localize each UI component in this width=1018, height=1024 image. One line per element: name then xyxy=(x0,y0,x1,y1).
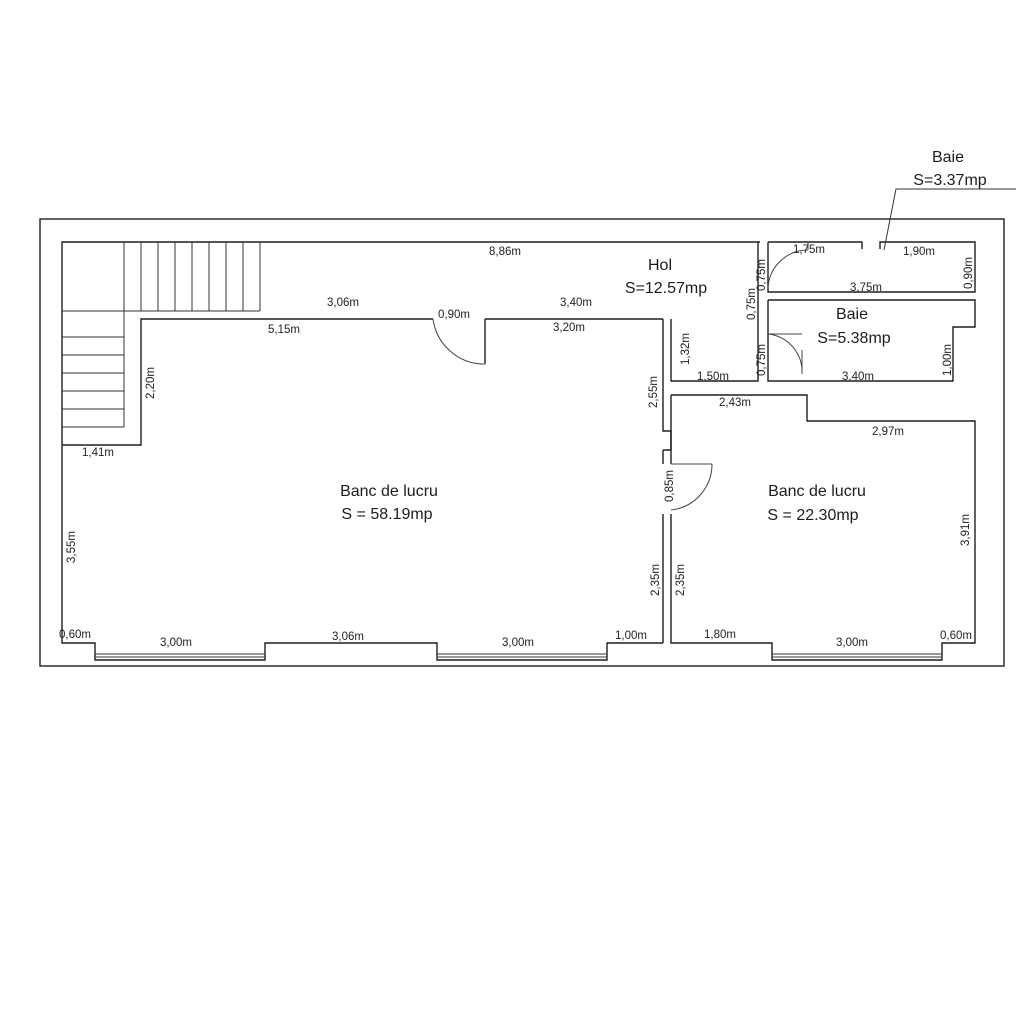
room-baie-outer-area: S=3.37mp xyxy=(913,172,986,189)
room-hol-name: Hol xyxy=(648,257,672,274)
dim-label: 0,90m xyxy=(963,257,975,289)
dim-label: 2,35m xyxy=(650,564,662,596)
door-baie-inner xyxy=(767,333,803,375)
dim-label: 3,75m xyxy=(850,282,882,294)
hol-wall xyxy=(670,242,759,382)
dim-label: 3,06m xyxy=(332,631,364,643)
dim-label: 1,80m xyxy=(704,629,736,641)
dim-label: 3,00m xyxy=(160,637,192,649)
room-hol-area: S=12.57mp xyxy=(625,280,707,297)
staircase xyxy=(62,242,261,428)
dim-label: 2,35m xyxy=(675,564,687,596)
dim-label: 3,40m xyxy=(560,297,592,309)
dim-label: 1,00m xyxy=(942,344,954,376)
room-banc-right-area: S = 22.30mp xyxy=(767,507,858,524)
door-main xyxy=(432,318,486,365)
door-partition xyxy=(670,463,713,511)
dim-label: 1,90m xyxy=(903,246,935,258)
dim-label: 1,50m xyxy=(697,371,729,383)
room-banc-left-area: S = 58.19mp xyxy=(341,506,432,523)
dim-label: 3,91m xyxy=(960,514,972,546)
dim-label: 0,75m xyxy=(756,259,768,291)
door-baie-top xyxy=(767,242,809,289)
baie-inner-wall xyxy=(767,299,976,382)
room-banc-left-name: Banc de lucru xyxy=(340,483,438,500)
room-banc-right-name: Banc de lucru xyxy=(768,483,866,500)
dim-label: 3,06m xyxy=(327,297,359,309)
outer-boundary xyxy=(39,218,1005,667)
dim-label: 2,55m xyxy=(648,376,660,408)
partition-niche xyxy=(662,319,672,451)
dim-label: 0,90m xyxy=(438,309,470,321)
dim-label: 2,97m xyxy=(872,426,904,438)
dim-label: 0,60m xyxy=(940,630,972,642)
dim-label: 2,43m xyxy=(719,397,751,409)
dim-label: 5,15m xyxy=(268,324,300,336)
dim-label: 3,00m xyxy=(836,637,868,649)
dim-label: 3,40m xyxy=(842,371,874,383)
dim-label: 1,75m xyxy=(793,244,825,256)
dim-label: 3,20m xyxy=(553,322,585,334)
dim-label: 1,00m xyxy=(615,630,647,642)
dim-label: 3,55m xyxy=(66,531,78,563)
inner-perimeter xyxy=(61,241,760,661)
dim-label: 0,75m xyxy=(756,344,768,376)
baie-leader-line xyxy=(883,188,1016,251)
dim-label: 2,20m xyxy=(145,367,157,399)
dim-label: 0,85m xyxy=(664,470,676,502)
baie-top-wall-left xyxy=(768,241,863,249)
room-baie-outer-name: Baie xyxy=(932,149,964,166)
dim-label: 0,60m xyxy=(59,629,91,641)
stair-wall xyxy=(62,318,433,446)
dim-label: 0,75m xyxy=(746,288,758,320)
dim-label: 1,41m xyxy=(82,447,114,459)
dim-label: 3,00m xyxy=(502,637,534,649)
room-baie-inner-area: S=5.38mp xyxy=(817,330,890,347)
dim-label: 8,86m xyxy=(489,246,521,258)
room-baie-inner-name: Baie xyxy=(836,306,868,323)
dim-label: 1,32m xyxy=(680,333,692,365)
right-bank-wall xyxy=(670,394,976,661)
